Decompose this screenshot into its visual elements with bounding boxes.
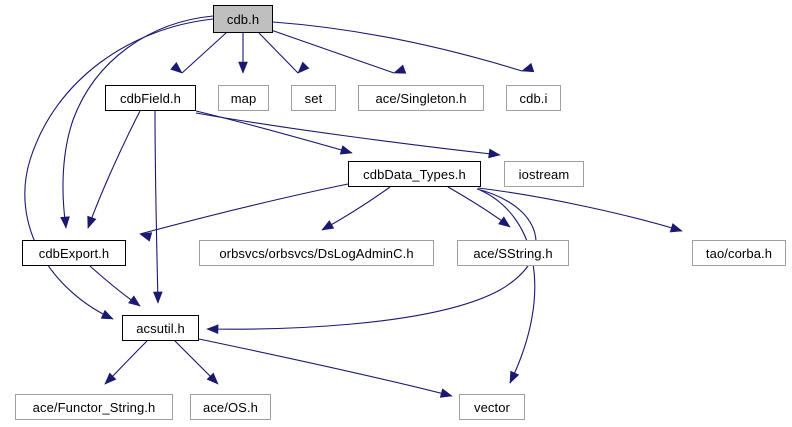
arrowhead-cdbfield_h-to-acsutil_h [152,291,163,304]
graph-node-ace_singleton_h[interactable]: ace/Singleton.h [358,85,484,111]
graph-node-cdb_i[interactable]: cdb.i [506,85,561,111]
edge-cdb_h-to-ace_singleton_h [270,29,395,74]
edge-cdbdata_types_h-to-acsutil_h [206,188,537,330]
graph-node-label: cdb.i [519,90,548,106]
graph-node-cdbexport_h[interactable]: cdbExport.h [22,240,126,266]
graph-node-acsutil_h[interactable]: acsutil.h [122,315,199,341]
arrowhead-cdbdata_types_h-to-acsutil_h [206,324,219,335]
arrowhead-cdb_h-to-map [238,61,248,74]
graph-node-label: orbsvcs/orbsvcs/DsLogAdminC.h [219,245,414,261]
arrowhead-acsutil_h-to-functor_string_h [104,372,117,385]
arrowhead-cdb_h-to-cdbexport_h [60,216,70,229]
edge-cdbfield_h-to-cdbexport_h [87,110,141,229]
graph-node-ace_sstring_h[interactable]: ace/SString.h [457,240,569,266]
graph-node-cdb_h[interactable]: cdb.h [213,5,273,33]
graph-node-label: iostream [518,166,570,182]
graph-node-ace_os_h[interactable]: ace/OS.h [190,394,271,420]
edge-acsutil_h-to-vector [198,338,453,397]
graph-node-set[interactable]: set [291,85,336,111]
graph-node-label: vector [473,399,510,415]
arrowhead-cdb_h-to-cdbfield_h [170,62,183,74]
arrowhead-cdbfield_h-to-cdbexport_h [87,215,97,229]
edge-cdbfield_h-to-cdbdata_types_h [195,110,353,154]
graph-node-label: tao/corba.h [705,245,773,261]
arrowhead-cdbfield_h-to-iostream [488,148,501,159]
graph-node-label: cdb.h [226,11,260,27]
edge-cdbfield_h-to-iostream [195,112,501,156]
graph-node-label: cdbData_Types.h [363,166,466,182]
graph-node-label: cdbField.h [120,90,181,106]
arrowhead-acsutil_h-to-ace_os_h [206,372,219,385]
graph-node-cdbfield_h[interactable]: cdbField.h [105,85,196,111]
arrowhead-cdb_h-to-ace_singleton_h [393,64,407,74]
edge-cdbdata_types_h-to-vector [479,189,536,384]
arrowhead-cdb_h-to-set [297,61,310,74]
graph-node-label: cdbExport.h [38,245,110,261]
arrowhead-cdbdata_types_h-to-cdbexport_h [139,232,153,242]
graph-node-map[interactable]: map [218,85,269,111]
graph-node-iostream[interactable]: iostream [504,161,584,187]
arrowhead-cdbdata_types_h-to-dslogadminc_h [321,220,335,231]
graph-node-tao_corba_h[interactable]: tao/corba.h [692,240,786,266]
arrowhead-cdbdata_types_h-to-ace_sstring_h [498,216,511,228]
graph-node-label: ace/Functor_String.h [32,399,156,415]
arrowhead-cdbfield_h-to-cdbdata_types_h [339,145,353,155]
arrowhead-acsutil_h-to-vector [439,388,453,398]
arrowhead-cdbexport_h-to-acsutil_h [128,295,141,307]
graph-node-label: acsutil.h [136,320,185,336]
edge-cdbdata_types_h-to-cdbexport_h [139,183,349,235]
edge-cdb_h-to-cdbexport_h [62,15,214,229]
arrowhead-cdb_h-to-cdb_i [521,62,535,73]
arrowhead-cdbdata_types_h-to-vector [509,370,520,384]
graph-node-vector[interactable]: vector [459,394,525,420]
graph-node-dslogadminc_h[interactable]: orbsvcs/orbsvcs/DsLogAdminC.h [199,240,434,266]
edge-cdbfield_h-to-acsutil_h [154,110,159,304]
edge-cdbdata_types_h-to-tao_corba_h [477,187,683,232]
graph-node-label: ace/OS.h [203,399,258,415]
graph-node-label: ace/SString.h [473,245,553,261]
graph-node-label: map [230,90,257,106]
graph-node-cdbdata_types_h[interactable]: cdbData_Types.h [348,161,481,187]
edge-cdbdata_types_h-to-dslogadminc_h [321,186,391,231]
edge-cdb_h-to-cdbfield_h [181,32,227,74]
graph-node-label: ace/Singleton.h [375,90,467,106]
arrowhead-cdb_h-to-acsutil_h [100,309,114,320]
graph-node-label: set [304,90,323,106]
edge-cdb_h-to-cdb_i [272,21,523,72]
edge-cdb_h-to-acsutil_h [24,18,214,320]
arrowhead-cdbdata_types_h-to-tao_corba_h [669,223,683,233]
graph-node-functor_string_h[interactable]: ace/Functor_String.h [15,394,173,420]
edge-cdb_h-to-set [258,32,299,74]
